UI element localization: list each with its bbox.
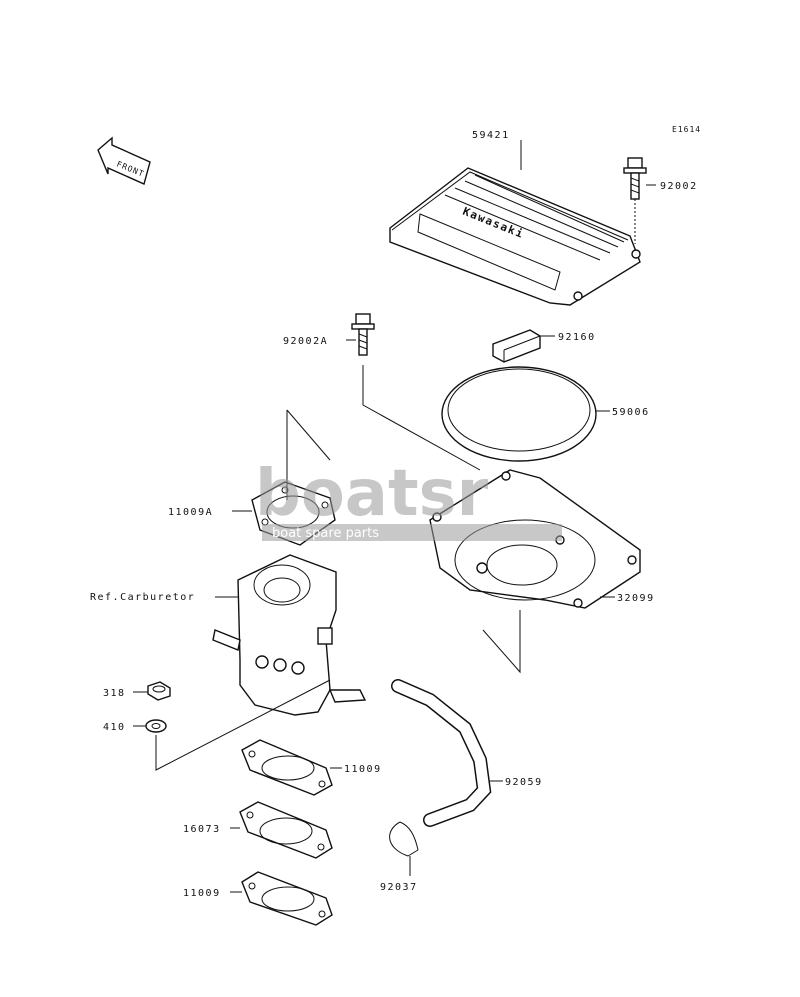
label-ref-carburetor: Ref.Carburetor (90, 592, 195, 603)
watermark-tagline: boat spare parts (272, 526, 379, 541)
spacer-16073-icon (239, 801, 333, 859)
label-16073: 16073 (183, 824, 221, 835)
leader-lines (133, 140, 656, 893)
label-92002a: 92002A (283, 336, 328, 347)
nut-318-icon (147, 681, 171, 701)
gasket-11009-upper-icon (241, 739, 333, 796)
label-32099: 32099 (617, 593, 655, 604)
watermark: boatsr boat spare parts (255, 457, 562, 541)
front-arrow-icon: FRONT (97, 136, 151, 185)
carburetor-icon (212, 554, 367, 716)
label-11009a: 11009A (168, 507, 213, 518)
gasket-11009-lower-icon (241, 871, 333, 926)
washer-410-icon (145, 719, 167, 733)
label-92037: 92037 (380, 882, 418, 893)
diagram-code: E1614 (672, 125, 701, 134)
bolt-92002-icon (623, 157, 647, 244)
hose-92059-icon (391, 679, 492, 827)
watermark-brand: boatsr (255, 457, 489, 531)
part-labels: 59421 92002 92002A 92160 59006 11009A 32… (90, 130, 698, 899)
label-318: 318 (103, 688, 126, 699)
label-11009-upper: 11009 (344, 764, 382, 775)
label-59421: 59421 (472, 130, 510, 141)
label-410: 410 (103, 722, 126, 733)
rubber-92160-icon (492, 329, 541, 363)
cover-59421: Kawasaki (389, 167, 641, 306)
clip-92037-icon (389, 821, 419, 857)
filter-ring-59006-icon (441, 366, 597, 462)
label-11009-lower: 11009 (183, 888, 221, 899)
label-59006: 59006 (612, 407, 650, 418)
label-92059: 92059 (505, 777, 543, 788)
label-92002: 92002 (660, 181, 698, 192)
label-92160: 92160 (558, 332, 596, 343)
bolt-92002a-icon (351, 313, 375, 356)
